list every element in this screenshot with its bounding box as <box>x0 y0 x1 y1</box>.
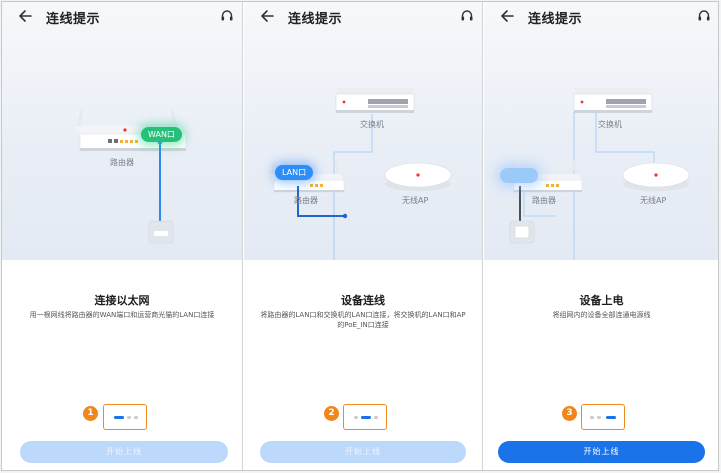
page-dot-3 <box>374 416 378 419</box>
page-indicator <box>343 404 387 430</box>
optical-modem-icon <box>148 220 174 244</box>
panel-divider <box>482 2 483 470</box>
step-heading: 设备上电 <box>579 294 624 307</box>
ethernet-cable <box>297 186 345 217</box>
back-arrow-icon[interactable] <box>16 7 34 25</box>
ap-label: 无线AP <box>640 196 667 205</box>
switch-icon <box>335 88 415 113</box>
step-description: 将组网内的设备全部连通电源线 <box>552 311 651 319</box>
top-bar: 连线提示 <box>484 2 718 32</box>
panel-step-2: 连线提示 <box>244 2 482 470</box>
panel-step-3: 连线提示 <box>484 2 718 470</box>
illustration-area <box>244 2 482 260</box>
power-adapter-icon <box>509 220 535 244</box>
page-dot-3 <box>134 416 138 419</box>
switch-label: 交换机 <box>360 120 384 129</box>
headset-icon[interactable] <box>460 9 474 23</box>
page-title: 连线提示 <box>288 12 343 27</box>
start-online-button[interactable]: 开始上线 <box>20 441 228 463</box>
start-online-button[interactable]: 开始上线 <box>498 441 705 463</box>
wireless-ap-icon <box>622 162 690 191</box>
wan-port-label: WAN口 <box>141 127 182 142</box>
switch-label: 交换机 <box>598 120 622 129</box>
page-title: 连线提示 <box>46 12 101 27</box>
headset-icon[interactable] <box>697 9 711 23</box>
panel-step-1: 连线提示 <box>2 2 242 470</box>
ap-label: 无线AP <box>402 196 429 205</box>
page-dot-2 <box>127 416 131 419</box>
router-label: 路由器 <box>532 196 556 205</box>
top-bar: 连线提示 <box>2 2 242 32</box>
wireless-ap-icon <box>384 162 452 191</box>
router-label: 路由器 <box>110 158 134 167</box>
page-dot-1 <box>354 416 358 419</box>
back-arrow-icon[interactable] <box>498 7 516 25</box>
headset-icon[interactable] <box>220 9 234 23</box>
page-dot-2 <box>361 416 371 419</box>
page-indicator <box>581 404 625 430</box>
back-arrow-icon[interactable] <box>258 7 276 25</box>
page-dot-1 <box>114 416 124 419</box>
step-number-badge: 2 <box>324 406 339 421</box>
step-number-badge: 1 <box>83 406 98 421</box>
page-dot-3 <box>606 416 616 419</box>
lan-port-label: LAN口 <box>275 165 314 180</box>
port-highlight <box>500 168 538 183</box>
page-indicator <box>103 404 147 430</box>
top-bar: 连线提示 <box>244 2 482 32</box>
step-heading: 设备连线 <box>341 294 385 307</box>
page-title: 连线提示 <box>528 12 583 27</box>
step-heading: 连接以太网 <box>94 294 150 307</box>
page-dot-2 <box>597 416 601 419</box>
step-description: 将路由器的LAN口和交换机的LAN口连接，将交换机的LAN口和AP的PoE_IN… <box>260 311 466 329</box>
step-number-badge: 3 <box>562 406 577 421</box>
network-diagram <box>509 88 690 260</box>
network-diagram <box>270 88 452 260</box>
page-dot-1 <box>590 416 594 419</box>
router-label: 路由器 <box>294 196 318 205</box>
step-description: 用一根网线将路由器的WAN端口和运营商光猫的LAN口连接 <box>29 311 215 319</box>
panel-divider <box>242 2 243 470</box>
network-diagram <box>74 108 187 244</box>
start-online-button[interactable]: 开始上线 <box>260 441 466 463</box>
illustration-area <box>484 2 718 260</box>
switch-icon <box>573 88 653 113</box>
